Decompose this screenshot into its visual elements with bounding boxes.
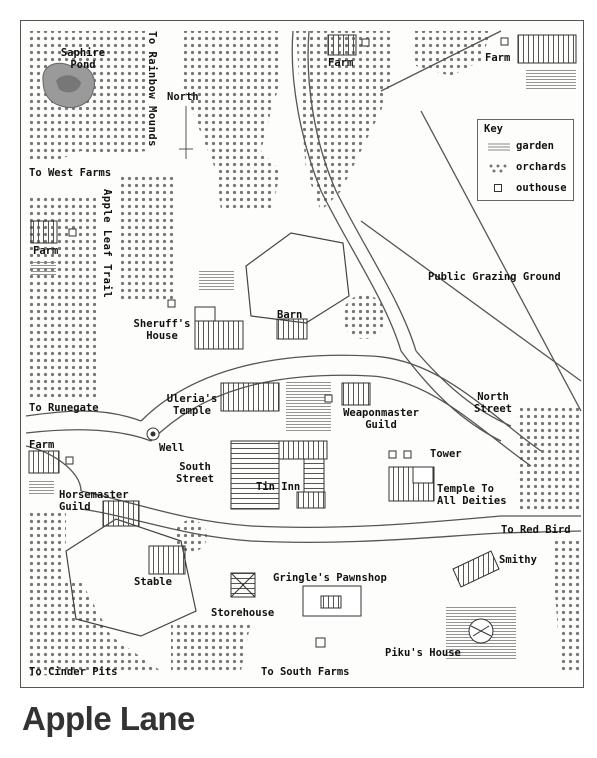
label-to-west-farms: To West Farms	[29, 167, 112, 179]
orchard-north	[181, 31, 281, 211]
building-tin-inn-c	[303, 458, 325, 493]
label-north-street: North Street	[474, 391, 512, 415]
key-item-outhouse: outhouse	[516, 182, 567, 194]
orchard-south-round	[175, 520, 207, 552]
label-ulerias-temple: Uleria's Temple	[166, 393, 218, 417]
garden-sw-farm	[29, 479, 54, 494]
road-north-street-b	[415, 350, 512, 427]
label-barn: Barn	[277, 309, 303, 321]
label-to-cinder-pits: To Cinder Pits	[29, 666, 118, 678]
building-farm-west	[30, 220, 58, 244]
orchard-round	[342, 295, 386, 339]
label-south-street: South Street	[176, 461, 214, 485]
garden-ne-farm	[526, 69, 576, 91]
orchard-southeast	[551, 541, 581, 671]
building-tower	[412, 466, 434, 484]
label-temple-to-all-deities: Temple To All Deities	[437, 483, 507, 507]
label-apple-leaf-trail: Apple Leaf Trail	[101, 189, 113, 299]
orchard-east	[516, 406, 581, 511]
garden-nw-farm	[31, 261, 56, 275]
key-item-garden: garden	[516, 140, 554, 152]
building-farm-southwest	[28, 450, 60, 474]
building-weaponmaster-guild	[341, 382, 371, 406]
label-farm-west: Farm	[33, 245, 59, 257]
orchard-northeast	[411, 31, 491, 76]
orchards	[26, 31, 581, 676]
label-sheruffs-house: Sheruff's House	[133, 318, 191, 342]
label-farm-southwest: Farm	[29, 439, 55, 451]
orchard-north-farm	[296, 31, 391, 211]
compass-icon	[179, 106, 193, 159]
key-item-orchards: orchards	[516, 161, 567, 173]
building-ulerias-temple	[220, 382, 280, 412]
label-farm-northeast: Farm	[485, 52, 511, 64]
orchard-west-strip	[26, 196, 96, 401]
building-farm-north	[327, 34, 357, 56]
garden-swatch-icon	[488, 143, 510, 151]
orchard-south-west	[26, 581, 161, 676]
road-west-branch	[25, 445, 82, 492]
building-barn	[276, 318, 308, 340]
building-sheruff-house	[194, 320, 244, 350]
label-pikus-house: Piku's House	[385, 647, 461, 659]
label-tin-inn: Tin Inn	[256, 481, 301, 493]
building-tin-inn-a	[230, 440, 280, 510]
outhouse-swatch-icon	[494, 184, 502, 192]
building-sheruff-annex	[194, 306, 216, 322]
barn-enclosure	[245, 232, 350, 324]
label-horsemaster-guild: Horsemaster Guild	[59, 489, 129, 513]
label-gringles-pawnshop: Gringle's Pawnshop	[273, 572, 387, 584]
building-farm-northeast	[517, 34, 577, 64]
road-diag-ne-3	[420, 110, 582, 412]
road-main-upper	[140, 354, 542, 452]
label-public-grazing-ground: Public Grazing Ground	[428, 271, 561, 283]
map-title: Apple Lane	[22, 700, 195, 737]
label-saphire-pond: Saphire Pond	[60, 47, 106, 71]
label-north: North	[167, 91, 199, 103]
label-storehouse: Storehouse	[211, 607, 275, 619]
village-map	[25, 30, 582, 676]
label-smithy: Smithy	[499, 554, 537, 566]
map-frame: Key garden orchards outhouse Saphire Pon…	[20, 20, 584, 688]
orchard-south	[171, 621, 251, 671]
label-tower: Tower	[430, 448, 462, 460]
orchard-southwest	[26, 511, 66, 581]
label-weaponmaster-guild: Weaponmaster Guild	[343, 407, 419, 431]
road-runegate-b	[25, 429, 152, 442]
building-tin-inn-d	[296, 491, 326, 509]
road-main-lower	[150, 374, 532, 467]
gardens	[29, 69, 576, 661]
map-key: Key garden orchards outhouse	[477, 119, 574, 201]
label-well: Well	[159, 442, 185, 454]
label-to-red-bird: To Red Bird	[501, 524, 571, 536]
building-smithy	[452, 550, 500, 588]
road-north-right	[307, 30, 417, 352]
road-diag-ne-2	[360, 220, 582, 382]
label-to-rainbow-mounds: To Rainbow Mounds	[146, 31, 158, 147]
orchard-swatch-icon	[489, 164, 507, 173]
road-north-left	[291, 30, 402, 352]
building-stable	[148, 545, 186, 575]
outhouses	[65, 37, 509, 648]
label-farm-north: Farm	[328, 57, 354, 69]
key-title: Key	[484, 123, 503, 135]
label-to-runegate: To Runegate	[29, 402, 99, 414]
well-icon	[146, 427, 160, 441]
label-to-south-farms: To South Farms	[261, 666, 350, 678]
label-stable: Stable	[134, 576, 172, 588]
building-tin-inn-b	[278, 440, 328, 460]
road-diag-ne	[380, 30, 502, 92]
building-horsemaster-guild	[102, 500, 140, 527]
buildings	[28, 34, 577, 644]
orchard-apple-leaf	[121, 176, 176, 301]
road-runegate-a	[25, 410, 142, 422]
garden-sheruff	[199, 271, 234, 291]
garden-ulerias	[286, 381, 331, 431]
